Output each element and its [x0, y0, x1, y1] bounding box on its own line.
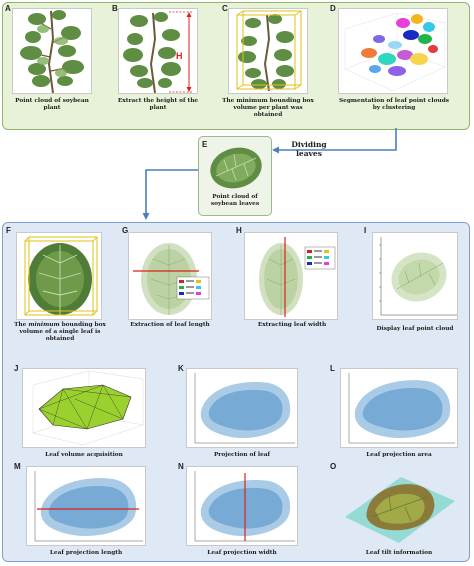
caption-f-line-2: bounding box volume of a single leaf is …	[19, 322, 106, 342]
dividing-leaves-label: Dividing leaves	[291, 140, 327, 158]
caption-m: Leaf projection length	[49, 550, 123, 556]
panel-label-d: D	[330, 4, 336, 13]
leaf-length-image	[128, 232, 212, 320]
panel-label-b: B	[112, 4, 118, 13]
panel-label-e: E	[202, 140, 208, 149]
plant-height-image: H	[118, 8, 198, 94]
single-leaf-image	[206, 146, 266, 190]
panel-label-k: K	[178, 364, 184, 373]
caption-l: Leaf projection area	[366, 452, 432, 458]
caption-j: Leaf volume acquisition	[45, 452, 123, 458]
leaf-display-image	[372, 232, 458, 320]
leaf-projection-area-image	[340, 368, 458, 448]
panel-label-l: L	[330, 364, 335, 373]
caption-c: The minimum bounding box volume per plan…	[222, 98, 314, 118]
caption-i: Display leaf point cloud	[376, 326, 454, 332]
panel-label-g: G	[122, 226, 129, 235]
panel-label-c: C	[222, 4, 228, 13]
caption-h: Extracting leaf width	[257, 322, 327, 328]
flow-arrows	[142, 128, 397, 220]
panel-label-i: I	[364, 226, 367, 235]
leaf-projection-width-image	[186, 466, 298, 546]
panel-label-n: N	[178, 462, 184, 471]
leaf-volume-mesh-image	[22, 368, 146, 448]
leaf-projection-length-image	[26, 466, 146, 546]
leaf-bounding-box-image	[16, 232, 102, 320]
panel-label-f: F	[6, 226, 11, 235]
panel-label-a: A	[5, 4, 11, 13]
panel-label-h: H	[236, 226, 242, 235]
caption-b: Extract the height of the plant	[117, 98, 199, 111]
caption-n: Leaf projection width	[207, 550, 277, 556]
leaf-tilt-image	[340, 466, 458, 546]
caption-k: Projection of leaf	[213, 452, 271, 458]
caption-e: Point cloud of soybean leaves	[210, 194, 260, 207]
caption-f: The minimum bounding box volume of a sin…	[14, 322, 106, 342]
soybean-plant-point-cloud-image	[12, 8, 92, 94]
caption-f-line-1: The minimum	[14, 322, 60, 328]
caption-f-emphasis: minimum	[28, 322, 60, 328]
caption-d: Segmentation of leaf point clouds by clu…	[338, 98, 450, 111]
height-marker-label: H	[176, 51, 183, 61]
caption-a: Point cloud of soybean plant	[15, 98, 89, 111]
leaf-clustering-image	[338, 8, 448, 94]
caption-g: Extraction of leaf length	[130, 322, 210, 328]
panel-label-o: O	[330, 462, 337, 471]
plant-bounding-box-image	[228, 8, 308, 94]
leaf-width-image	[244, 232, 338, 320]
panel-label-j: J	[14, 364, 19, 373]
panel-label-m: M	[14, 462, 21, 471]
caption-o: Leaf tilt information	[365, 550, 433, 556]
leaf-projection-image	[186, 368, 298, 448]
